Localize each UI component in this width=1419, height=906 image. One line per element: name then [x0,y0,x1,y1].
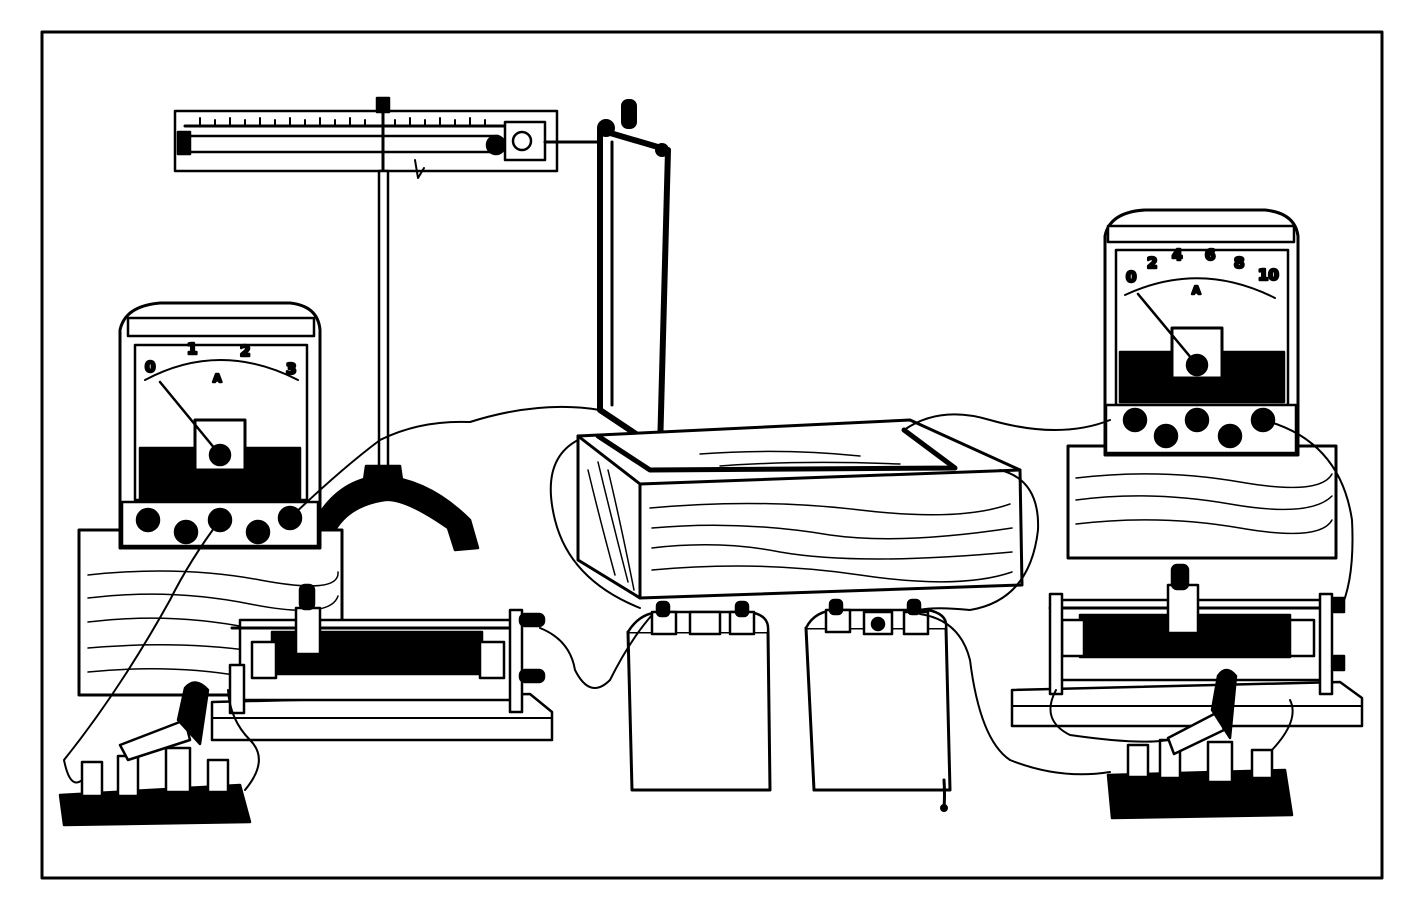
left-scale-label-2: 2 [240,342,250,360]
lever-balance [173,96,602,179]
connecting-wires [63,405,1354,812]
right-base-grain [1075,473,1333,535]
knife-switch-left [58,681,252,827]
right-meter-needle [1136,292,1199,367]
right-terminal [1122,407,1148,433]
knife-switch-right [1106,668,1294,820]
battery-cell-left [626,600,772,792]
left-meter-needle [158,380,222,457]
wood-grain [587,450,1013,591]
right-scale-label-0: 0 [1126,268,1136,286]
balance-stand [316,169,480,552]
left-terminal [245,519,271,545]
right-unit-glyph: A [1192,284,1201,297]
left-scale-label-0: 0 [145,358,155,376]
left-terminal [135,507,161,533]
right-terminal [1217,423,1243,449]
left-terminal [173,519,199,545]
right-scale-label-4: 8 [1234,254,1244,272]
right-meter: 0 2 4 6 8 10 A [1066,208,1338,560]
right-scale-label-1: 2 [1147,254,1157,272]
picture-frame [40,30,1384,880]
right-scale-label-3: 6 [1205,246,1215,264]
left-scale-label-1: 1 [187,340,197,358]
left-unit-glyph: A [213,372,222,385]
right-scale-label-5: 10 [1258,266,1279,284]
right-scale-label-2: 4 [1172,246,1182,264]
right-terminal [1153,423,1179,449]
right-terminal [1184,407,1210,433]
wire-frame [597,99,671,465]
left-rheostat [210,583,554,742]
battery-cell-right [804,598,952,792]
right-rheostat [1010,563,1364,728]
magnet-box [576,418,1024,600]
left-scale-label-3: 3 [286,360,296,378]
balance-scale-ticks [199,117,486,127]
